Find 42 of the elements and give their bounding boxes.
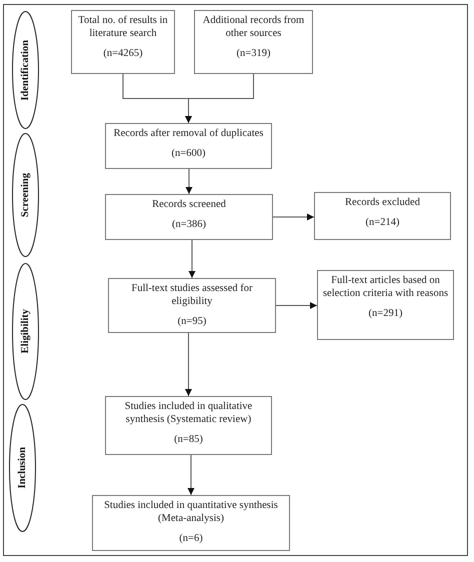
stage-ellipse <box>12 11 39 129</box>
box-title: Records excluded <box>345 196 420 210</box>
record-count: (n=95) <box>178 315 206 328</box>
record-count: (n=319) <box>236 47 270 60</box>
box-title: Full-text articles based on selection criteria with reasons <box>322 274 449 300</box>
record-count: (n=600) <box>172 147 206 160</box>
process-box <box>71 10 175 74</box>
stage-ellipse <box>9 404 36 532</box>
box-title: Full-text studies assessed for eligibility <box>130 282 254 308</box>
process-box <box>92 495 290 551</box>
arrow <box>186 168 192 194</box>
record-count: (n=214) <box>366 216 400 230</box>
arrow <box>185 74 254 124</box>
process-box <box>105 123 272 169</box>
record-count: (n=4265) <box>103 47 143 60</box>
arrow <box>188 454 194 496</box>
record-count: (n=85) <box>174 433 203 446</box>
stage-label: Identification <box>20 40 31 100</box>
arrow <box>188 240 196 278</box>
stage-ellipse <box>12 263 39 400</box>
box-title: Studies included in quantitative synthesis (Meta-analysis) <box>103 499 279 526</box>
process-box <box>194 10 313 74</box>
arrow <box>185 332 192 396</box>
record-count: (n=6) <box>179 532 203 546</box>
arrow <box>272 214 314 220</box>
process-box <box>108 278 276 333</box>
box-title: Studies included in qualitative synthesis (Systematic review) <box>124 400 254 426</box>
box-title: Additional records from other sources <box>202 14 306 40</box>
stage-ellipse <box>12 133 39 257</box>
process-box <box>314 192 451 240</box>
stage-label: Screening <box>20 172 31 218</box>
record-count: (n=386) <box>172 218 206 232</box>
arrow <box>276 302 318 309</box>
process-box <box>105 396 272 455</box>
process-box <box>317 270 454 340</box>
process-box <box>105 194 273 240</box>
box-title: Records screened <box>152 198 226 212</box>
box-title: Records after removal of duplicates <box>114 127 264 140</box>
box-title: Total no. of results in literature search <box>77 14 169 40</box>
record-count: (n=291) <box>368 307 402 320</box>
stage-label: Inclusion <box>17 447 28 489</box>
stage-label: Eligibility <box>20 309 31 354</box>
